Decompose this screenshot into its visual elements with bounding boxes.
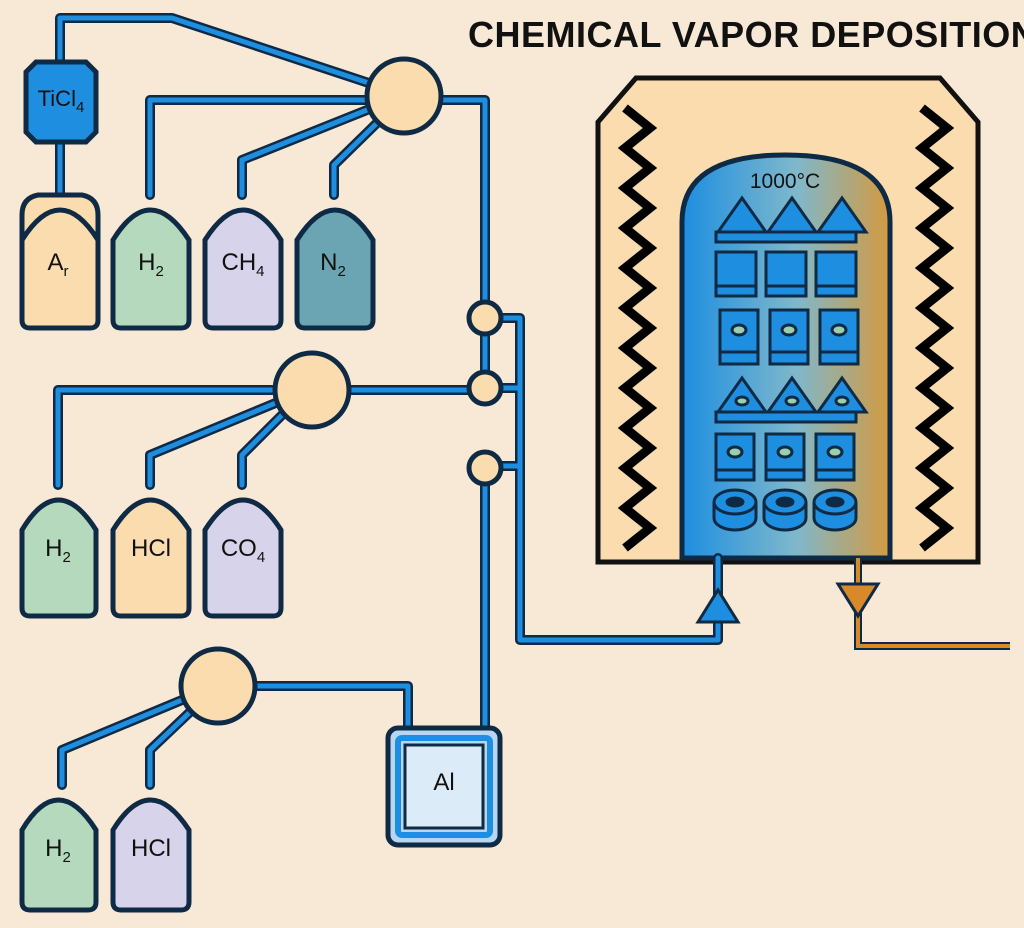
tank-ticl4: TiCl4 [23, 59, 99, 145]
insert-row-3 [718, 308, 860, 366]
svg-text:HCl: HCl [131, 835, 171, 862]
valve-circle-3 [466, 449, 504, 487]
tank-ticl4-sub: 4 [76, 99, 84, 116]
insert-row-5 [714, 432, 856, 482]
aluminum-label: Al [433, 769, 454, 796]
tank-h2-bottom-label: H [45, 835, 62, 862]
diagram-title: CHEMICAL VAPOR DEPOSITION [468, 14, 1024, 55]
mixer-circle-3 [178, 646, 258, 726]
pipe-network [53, 13, 1010, 790]
mixer-circle-1 [364, 56, 444, 136]
tank-ch4-label: CH [221, 249, 256, 276]
tank-ar-sub: r [64, 263, 69, 280]
tank-ch4: CH4 [202, 207, 284, 331]
tank-h2-top-sub: 2 [156, 263, 164, 280]
tank-hcl-middle-label: HCl [131, 535, 171, 562]
outlet-arrow-icon [835, 582, 881, 619]
heater-coil-left [617, 104, 658, 552]
tank-h2-middle: H2 [19, 497, 99, 619]
svg-text:H2: H2 [45, 835, 71, 866]
tank-h2-middle-sub: 2 [63, 549, 71, 566]
gas-tanks: TiCl4 Ar H2 CH4 N2 [19, 59, 503, 913]
insert-row-1 [714, 195, 869, 244]
svg-text:Al: Al [433, 769, 454, 796]
tank-ar: Ar [19, 192, 101, 331]
insert-row-4 [714, 375, 869, 424]
svg-text:CH4: CH4 [221, 249, 264, 280]
tank-h2-bottom: H2 [19, 797, 99, 913]
tank-h2-bottom-sub: 2 [63, 849, 71, 866]
pipe-fill [55, 15, 721, 788]
svg-text:N2: N2 [320, 249, 346, 280]
outlet-pipe [835, 558, 881, 619]
tank-co4-sub: 4 [257, 549, 265, 566]
tank-n2: N2 [294, 207, 376, 331]
temperature-label: 1000°C [750, 170, 820, 193]
tank-co4: CO4 [202, 497, 284, 619]
aluminum-source-box: Al [385, 725, 503, 848]
valve-circle-1 [466, 299, 504, 337]
svg-text:CO4: CO4 [221, 535, 265, 566]
tank-h2-middle-label: H [45, 535, 62, 562]
exhaust-pipe [854, 600, 1010, 650]
svg-text:H2: H2 [138, 249, 164, 280]
inlet-pipe [695, 553, 741, 624]
tank-h2-top: H2 [110, 207, 192, 331]
svg-text:HCl: HCl [131, 535, 171, 562]
tank-n2-sub: 2 [338, 263, 346, 280]
tank-ticl4-label: TiCl [38, 86, 76, 111]
mixer-circle-2 [272, 350, 352, 430]
tank-ar-label: A [47, 249, 63, 276]
mixers [178, 56, 504, 726]
svg-text:Ar: Ar [47, 249, 68, 280]
reactor: 1000°C [595, 75, 981, 624]
svg-text:H2: H2 [45, 535, 71, 566]
insert-row-6 [712, 488, 858, 532]
tank-hcl-bottom-label: HCl [131, 835, 171, 862]
tank-n2-label: N [320, 249, 337, 276]
tank-h2-top-label: H [138, 249, 155, 276]
tank-hcl-bottom: HCl [110, 797, 192, 913]
tank-ch4-sub: 4 [256, 263, 264, 280]
heater-coil-right [914, 104, 955, 552]
insert-row-2 [714, 250, 858, 298]
tank-co4-label: CO [221, 535, 257, 562]
inlet-arrow-icon [695, 587, 741, 624]
tank-hcl-middle: HCl [110, 497, 192, 619]
svg-text:TiCl4: TiCl4 [38, 86, 85, 116]
valve-circle-2 [466, 369, 504, 407]
